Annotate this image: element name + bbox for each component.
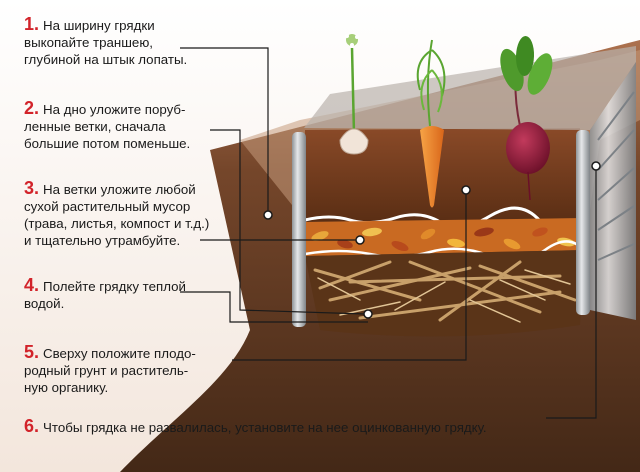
callout-1 [180,47,269,215]
metal-ribs [597,91,635,261]
step-3-line-2: сухой растительный мусор [24,199,191,214]
step-3-number: 3 [24,178,35,198]
step-1-line-1: На ширину грядки [43,18,155,33]
callout-2 [210,129,366,315]
branch-pieces-thin [317,269,571,323]
carrot-plant [416,39,446,208]
step-4-line-2: водой. [24,296,65,311]
step-3: 3.На ветки уложите любой сухой раститель… [24,178,210,248]
callout-dot-3 [355,235,365,245]
branch-pieces [313,260,577,322]
step-2-line-2: ленные ветки, сначала [24,119,166,134]
callout-6 [546,168,597,419]
step-1-line-3: глубиной на штык лопаты. [24,52,188,67]
metal-wall-right [576,130,590,315]
metal-wall-side [590,62,636,320]
step-5-line-3: ную органику. [24,380,109,395]
step-6-line-1: Чтобы грядка не развалилась, установите … [43,420,487,435]
step-5-line-1: Сверху положите плодо- [43,346,196,361]
callout-dot-6 [591,161,601,171]
step-5-line-2: родный грунт и раститель- [24,363,189,378]
step-2-number: 2 [24,98,35,118]
step-1-line-2: выкопайте траншею, [24,35,153,50]
callout-dot-1 [263,210,273,220]
callout-4 [180,291,368,323]
callout-5 [232,192,467,361]
leaves-boundary [304,240,586,263]
callout-dot-2 [363,309,373,319]
step-3-line-1: На ветки уложите любой [43,182,196,197]
step-5: 5.Сверху положите плодо- родный грунт и … [24,342,196,395]
step-1-number: 1 [24,14,35,34]
step-6-number: 6 [24,416,35,436]
beet-plant [500,36,553,201]
step-4-line-1: Полейте грядку теплой [43,279,186,294]
step-3-line-4: и тщательно утрамбуйте. [24,233,181,248]
garlic-plant [339,34,369,155]
step-3-line-3: (трава, листья, компост и т.д.) [24,216,210,231]
step-5-number: 5 [24,342,35,362]
callout-dots [263,161,601,319]
callout-lines [180,47,597,419]
step-6: 6.Чтобы грядка не развалилась, установит… [24,416,487,436]
step-4: 4.Полейте грядку теплой водой. [24,275,186,311]
step-1: 1.На ширину грядки выкопайте траншею, гл… [24,14,188,67]
step-4-number: 4 [24,275,35,295]
step-2-line-3: большие потом поменьше. [24,136,191,151]
callout-dot-5 [461,185,471,195]
step-2: 2.На дно уложите поруб- ленные ветки, сн… [24,98,191,151]
step-2-line-1: На дно уложите поруб- [43,102,186,117]
metal-wall-left [292,132,306,327]
metal-wall-back [304,46,636,130]
